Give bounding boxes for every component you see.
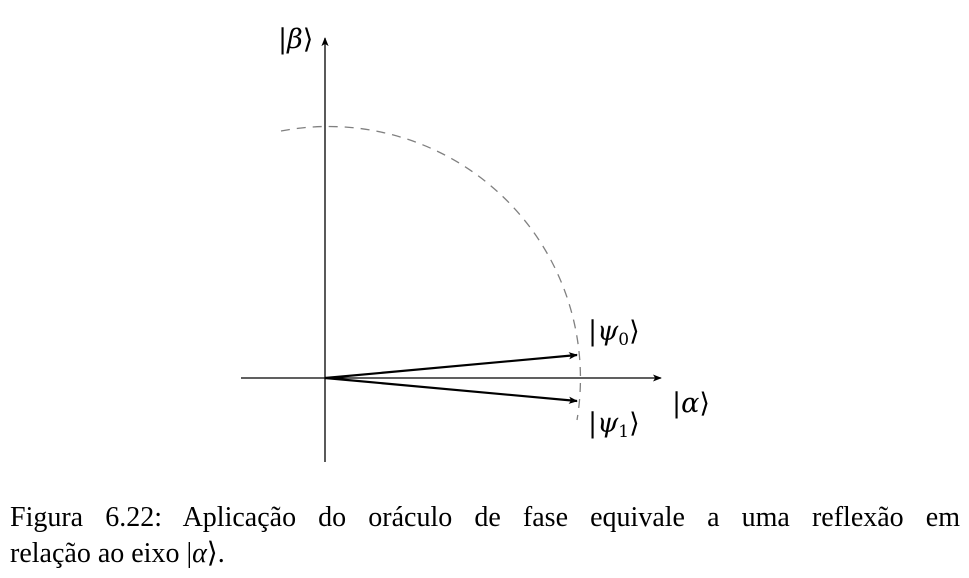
caption-line-2-prefix: relação ao eixo — [10, 538, 187, 569]
unit-circle-arc — [280, 125, 582, 421]
caption-alpha-ket: |α⟩ — [186, 538, 218, 569]
caption-line-1: Figura 6.22: Aplicação do oráculo de fas… — [10, 502, 960, 533]
psi1-label: |ψ1⟩ — [588, 408, 640, 442]
psi0-vector — [324, 352, 578, 380]
x-axis-label: |α⟩ — [672, 388, 710, 419]
psi0-label: |ψ0⟩ — [588, 316, 640, 350]
caption-line-2-suffix: . — [217, 538, 225, 569]
figure-caption: Figura 6.22: Aplicação do oráculo de fas… — [10, 500, 960, 572]
diagram-canvas — [241, 37, 662, 462]
caption-line-2: relação ao eixo |α⟩. — [10, 536, 960, 572]
psi1-vector — [324, 376, 578, 404]
caption-alpha-symbol: α — [192, 538, 207, 569]
y-axis-label: |β⟩ — [278, 24, 314, 55]
reflection-diagram: |β⟩ |α⟩ |ψ0⟩ |ψ1⟩ — [241, 24, 710, 462]
